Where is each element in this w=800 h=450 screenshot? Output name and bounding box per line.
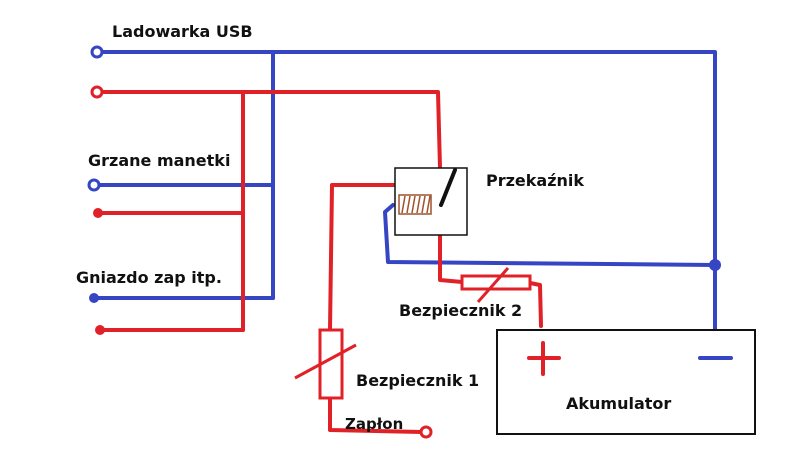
heated-grips-label: Grzane manetki <box>88 151 230 170</box>
fuse1-label: Bezpiecznik 1 <box>356 371 479 390</box>
relay-label: Przekaźnik <box>486 171 584 190</box>
ignition-wire <box>328 396 424 434</box>
usb-negative-wire <box>95 50 717 332</box>
grips-negative-terminal <box>87 178 101 192</box>
usb-positive-terminal <box>90 85 104 99</box>
fuse-2 <box>460 267 532 303</box>
relay-coil <box>398 194 432 215</box>
relay-input-wire <box>438 233 464 284</box>
relay-coil-negative-wire <box>383 203 717 267</box>
ignition-label: Zapłon <box>345 415 403 433</box>
plus-icon <box>527 341 561 376</box>
fuse-1 <box>294 328 357 400</box>
socket-positive-terminal <box>95 325 105 335</box>
positive-wiring <box>95 90 543 434</box>
battery-box <box>496 329 756 435</box>
socket-label: Gniazdo zap itp. <box>76 268 222 287</box>
fuse2-label: Bezpiecznik 2 <box>399 301 522 320</box>
battery-label: Akumulator <box>566 394 671 413</box>
relay <box>394 167 468 236</box>
relay-output-wire <box>95 90 442 170</box>
usb-negative-terminal <box>90 45 104 59</box>
fuse2-slash <box>476 267 510 303</box>
negative-junction-dot <box>709 259 721 271</box>
grips-positive-terminal <box>93 208 103 218</box>
battery <box>496 329 756 435</box>
ignition-terminal <box>419 425 433 439</box>
ignition-coil-wire <box>328 183 397 332</box>
socket-negative-terminal <box>89 293 99 303</box>
usb-charger-label: Ladowarka USB <box>112 22 253 41</box>
fuse1-slash <box>294 343 357 380</box>
fuse2-to-battery-wire <box>528 281 543 328</box>
relay-switch-contact <box>439 168 457 207</box>
